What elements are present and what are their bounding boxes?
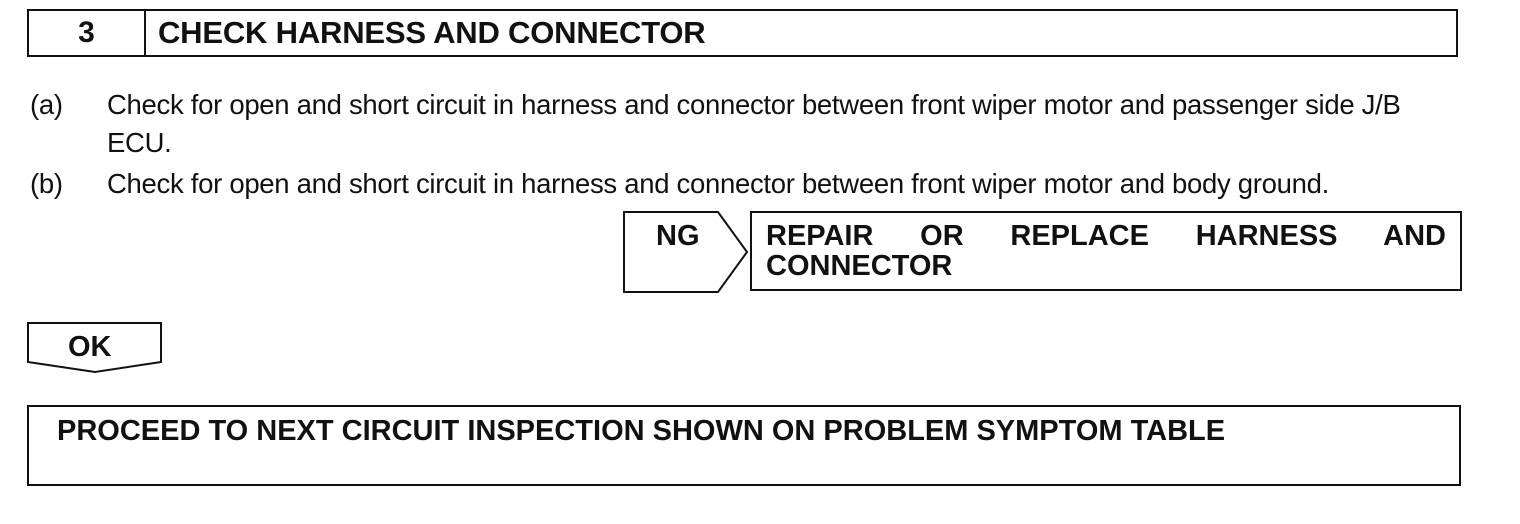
ng-label: NG — [656, 220, 700, 252]
instruction-b: (b) Check for open and short circuit in … — [30, 165, 1470, 205]
step-title: CHECK HARNESS AND CONNECTOR — [158, 15, 706, 50]
ok-label: OK — [68, 331, 112, 363]
ng-arrow-tag — [623, 211, 749, 293]
instruction-text: Check for open and short circuit in harn… — [107, 168, 1329, 199]
instruction-marker: (b) — [30, 168, 63, 199]
instruction-a: (a) Check for open and short circuit in … — [30, 86, 1470, 166]
instruction-text: Check for open and short circuit in harn… — [107, 89, 1401, 158]
step-number: 3 — [29, 11, 146, 55]
ok-arrow-tag — [27, 322, 162, 374]
step-header: 3 CHECK HARNESS AND CONNECTOR — [27, 9, 1458, 57]
instruction-marker: (a) — [30, 89, 63, 120]
ok-result-box: PROCEED TO NEXT CIRCUIT INSPECTION SHOWN… — [27, 405, 1461, 486]
ng-result-box: REPAIR OR REPLACE HARNESS AND CONNECTOR — [750, 211, 1462, 291]
